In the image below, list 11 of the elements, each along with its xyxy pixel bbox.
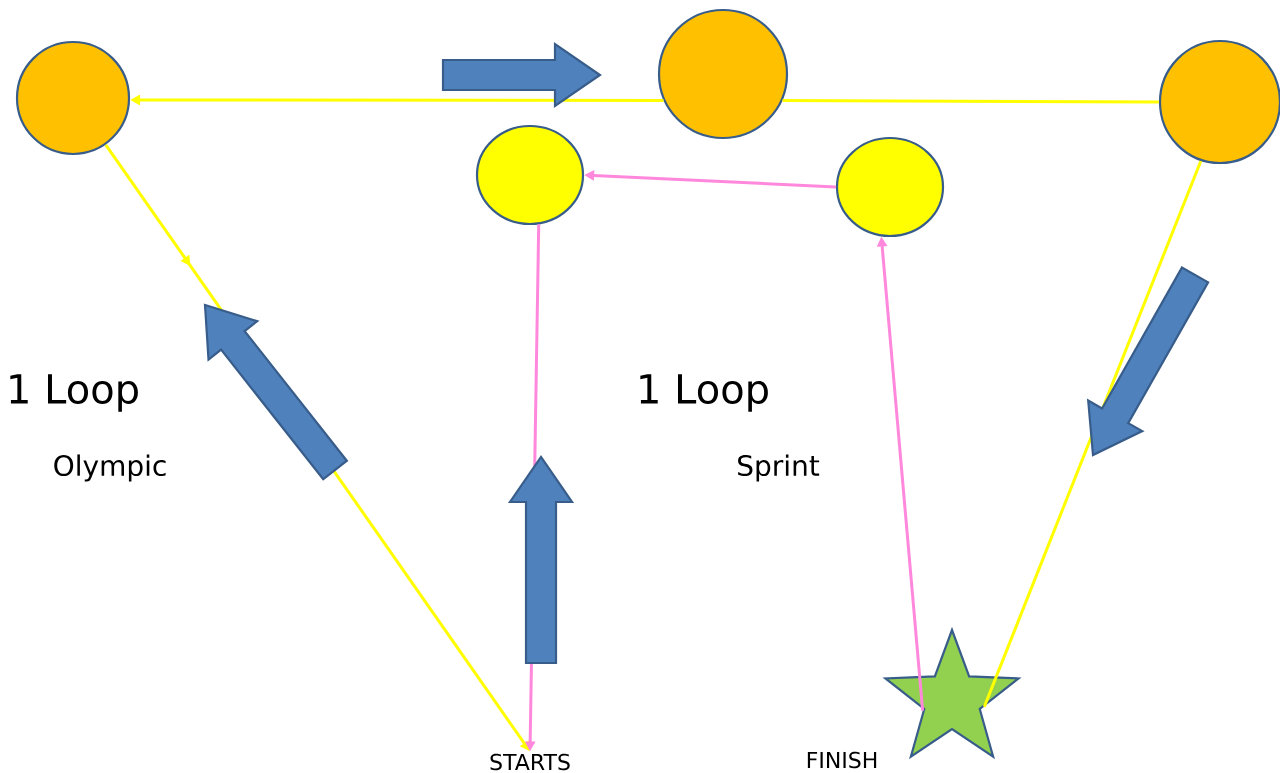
- node-label: STARTS: [490, 753, 570, 771]
- course-label: Olympic: [54, 454, 166, 482]
- course-label: Sprint: [738, 454, 820, 482]
- node-label: FINISH: [807, 751, 877, 769]
- course-label: 1 Loop: [10, 374, 138, 412]
- station-circle: [657, 8, 789, 140]
- station-circle: [835, 136, 945, 238]
- course-label: 1 Loop: [640, 374, 768, 412]
- station-circle: [15, 40, 131, 156]
- station-circle: [1158, 39, 1280, 165]
- station-circle: [475, 124, 585, 226]
